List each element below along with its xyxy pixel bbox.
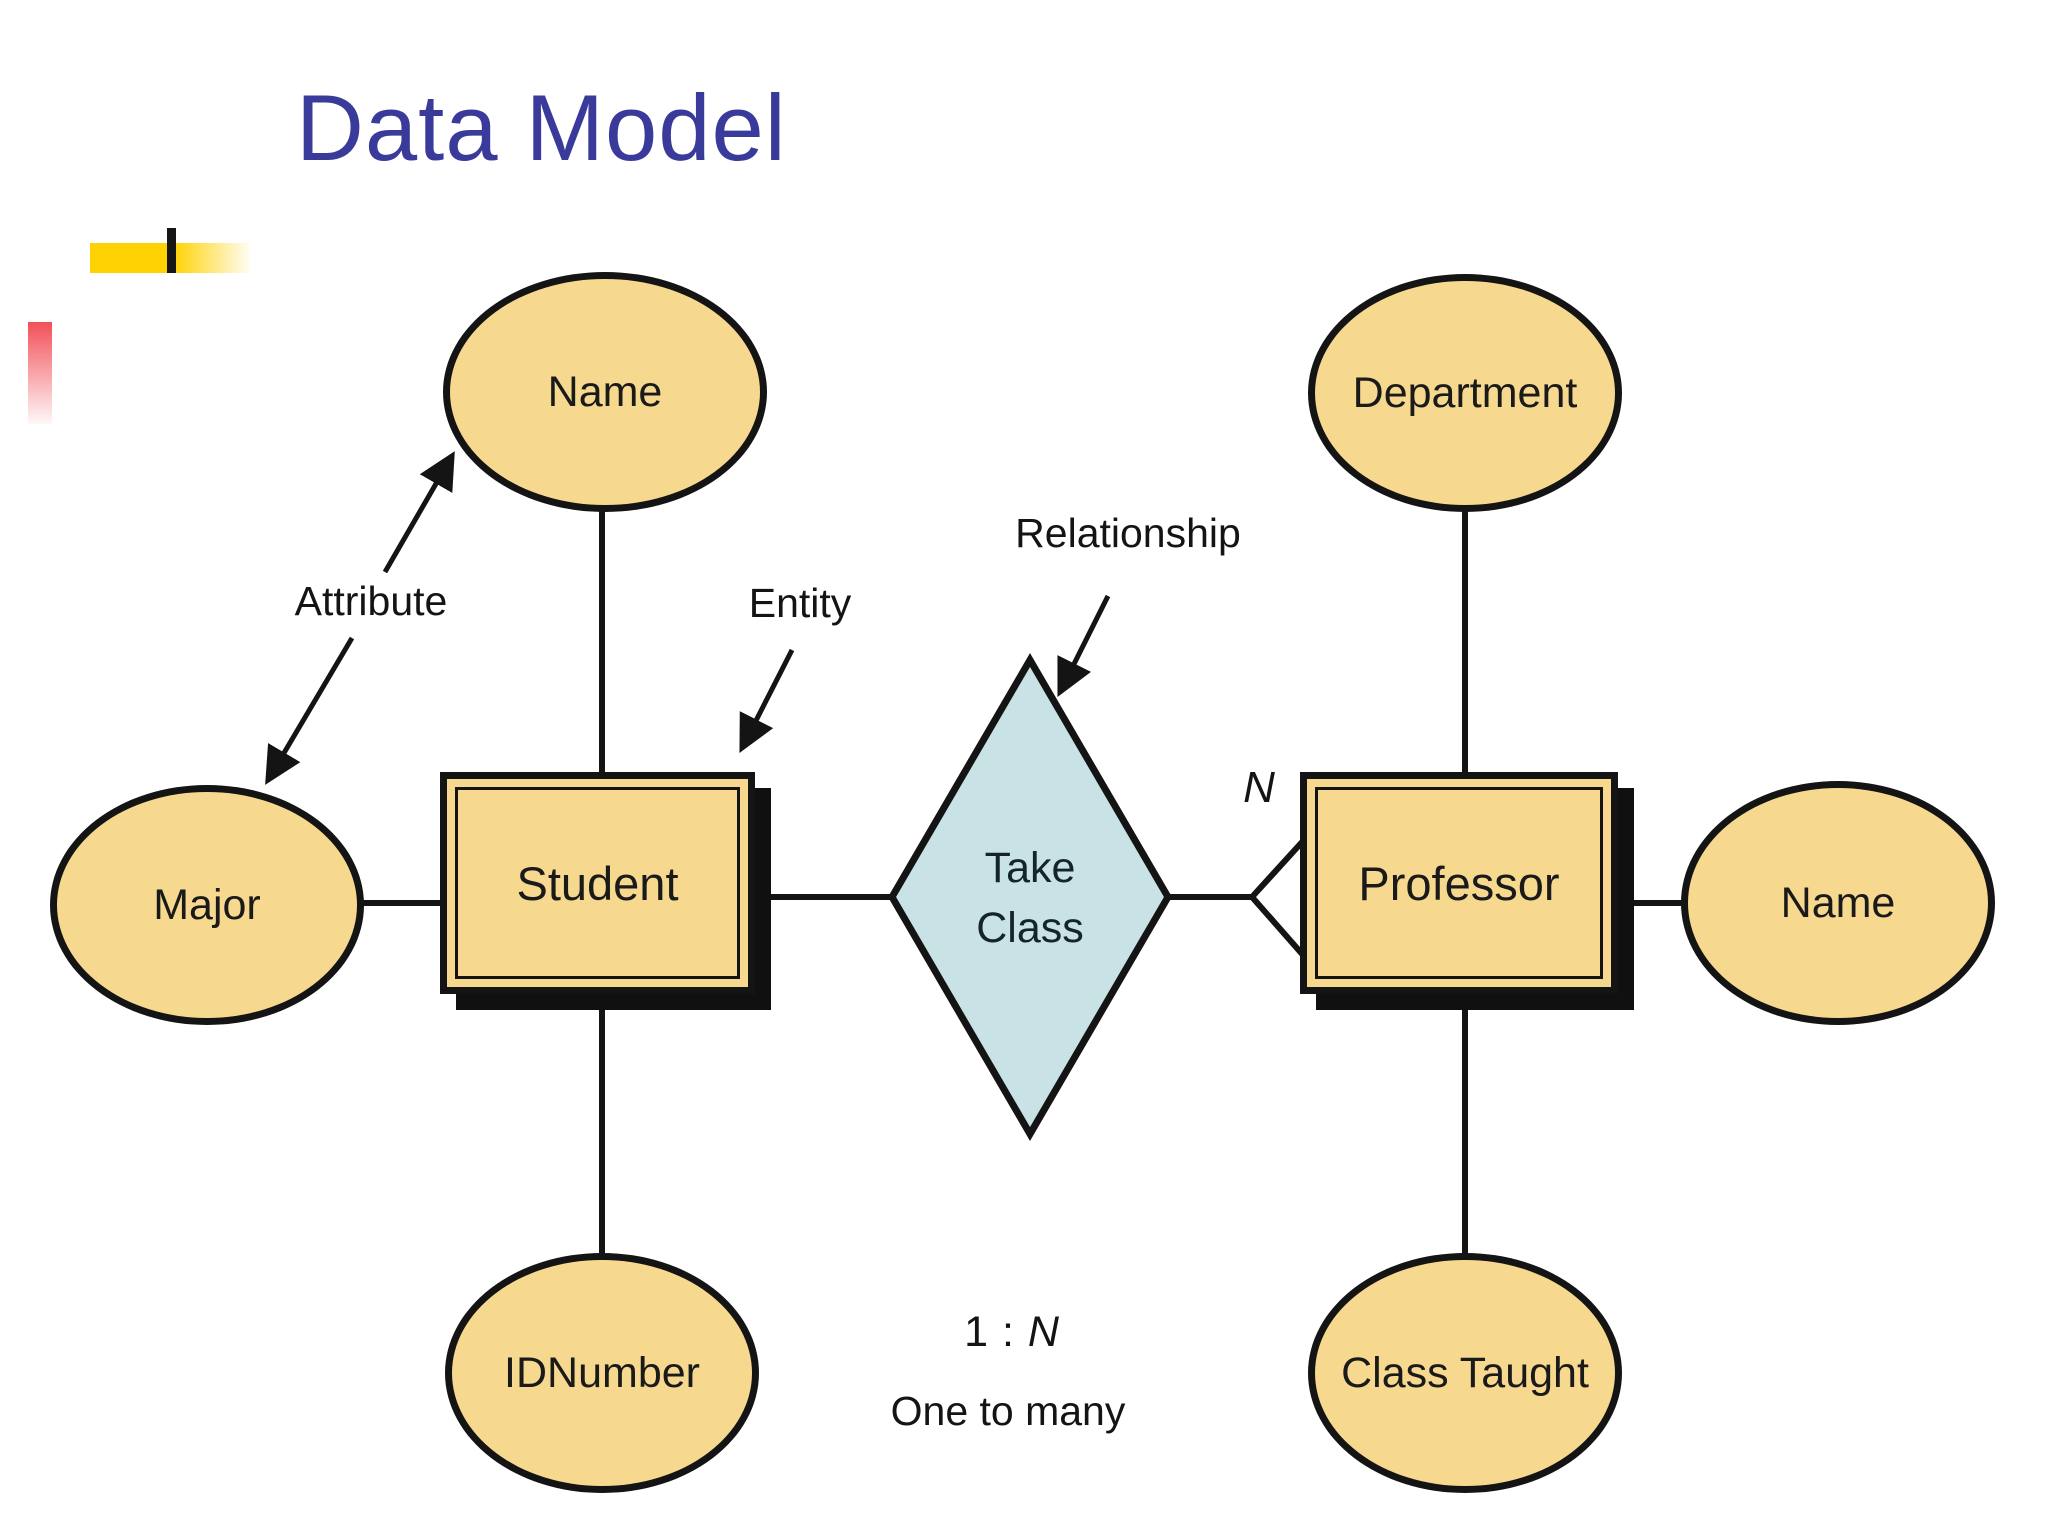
annotation-entity: Entity bbox=[748, 580, 852, 626]
connector-lines bbox=[362, 510, 1684, 1256]
cardinality-ratio-n: N bbox=[1027, 1308, 1060, 1356]
attribute-ellipse-department: Department bbox=[1308, 274, 1622, 512]
red-accent-bar bbox=[28, 322, 52, 424]
annotation-attribute: Attribute bbox=[294, 578, 448, 624]
page-title: Data Model bbox=[296, 75, 787, 180]
attribute-ellipse-name-professor: Name bbox=[1681, 781, 1995, 1025]
entity-box-professor: Professor bbox=[1300, 772, 1618, 994]
relationship-label-line2: Class bbox=[976, 904, 1084, 952]
crows-foot-lower-prong bbox=[1249, 895, 1306, 957]
relationship-label-take-class: Take Class bbox=[930, 838, 1130, 958]
attribute-label-name-professor: Name bbox=[1780, 878, 1896, 927]
attribute-ellipse-name-student: Name bbox=[443, 272, 767, 512]
relationship-diamond bbox=[887, 653, 1173, 1141]
cardinality-description: One to many bbox=[890, 1388, 1126, 1434]
entity-box-student: Student bbox=[440, 772, 755, 994]
attribute-label-department: Department bbox=[1352, 368, 1578, 417]
attribute-label-major: Major bbox=[153, 880, 261, 929]
annotation-relationship: Relationship bbox=[1015, 510, 1241, 556]
attribute-ellipse-idnumber: IDNumber bbox=[445, 1253, 759, 1493]
annotation-arrows bbox=[265, 451, 1111, 785]
cardinality-ratio-prefix: 1 : bbox=[964, 1308, 1028, 1356]
entity-box-professor-inner: Professor bbox=[1315, 787, 1603, 979]
attribute-arrow-to-major bbox=[265, 636, 355, 785]
annotation-n: N bbox=[1243, 763, 1275, 812]
attribute-ellipse-major: Major bbox=[50, 785, 364, 1025]
entity-arrow bbox=[739, 648, 795, 754]
entity-label-professor: Professor bbox=[1358, 856, 1560, 910]
attribute-label-name-student: Name bbox=[547, 367, 663, 416]
attribute-ellipse-class-taught: Class Taught bbox=[1308, 1253, 1622, 1493]
entity-label-student: Student bbox=[516, 856, 679, 910]
crows-foot-upper-prong bbox=[1249, 838, 1306, 900]
attribute-arrow-to-name bbox=[382, 451, 455, 574]
relationship-arrow bbox=[1057, 594, 1111, 698]
relationship-label-line1: Take bbox=[984, 844, 1076, 892]
attribute-label-idnumber: IDNumber bbox=[504, 1348, 700, 1397]
attribute-label-class-taught: Class Taught bbox=[1341, 1348, 1589, 1397]
black-tick-mark bbox=[167, 228, 176, 273]
cardinality-ratio: 1 : N bbox=[862, 1308, 1162, 1357]
entity-box-student-inner: Student bbox=[455, 787, 740, 979]
